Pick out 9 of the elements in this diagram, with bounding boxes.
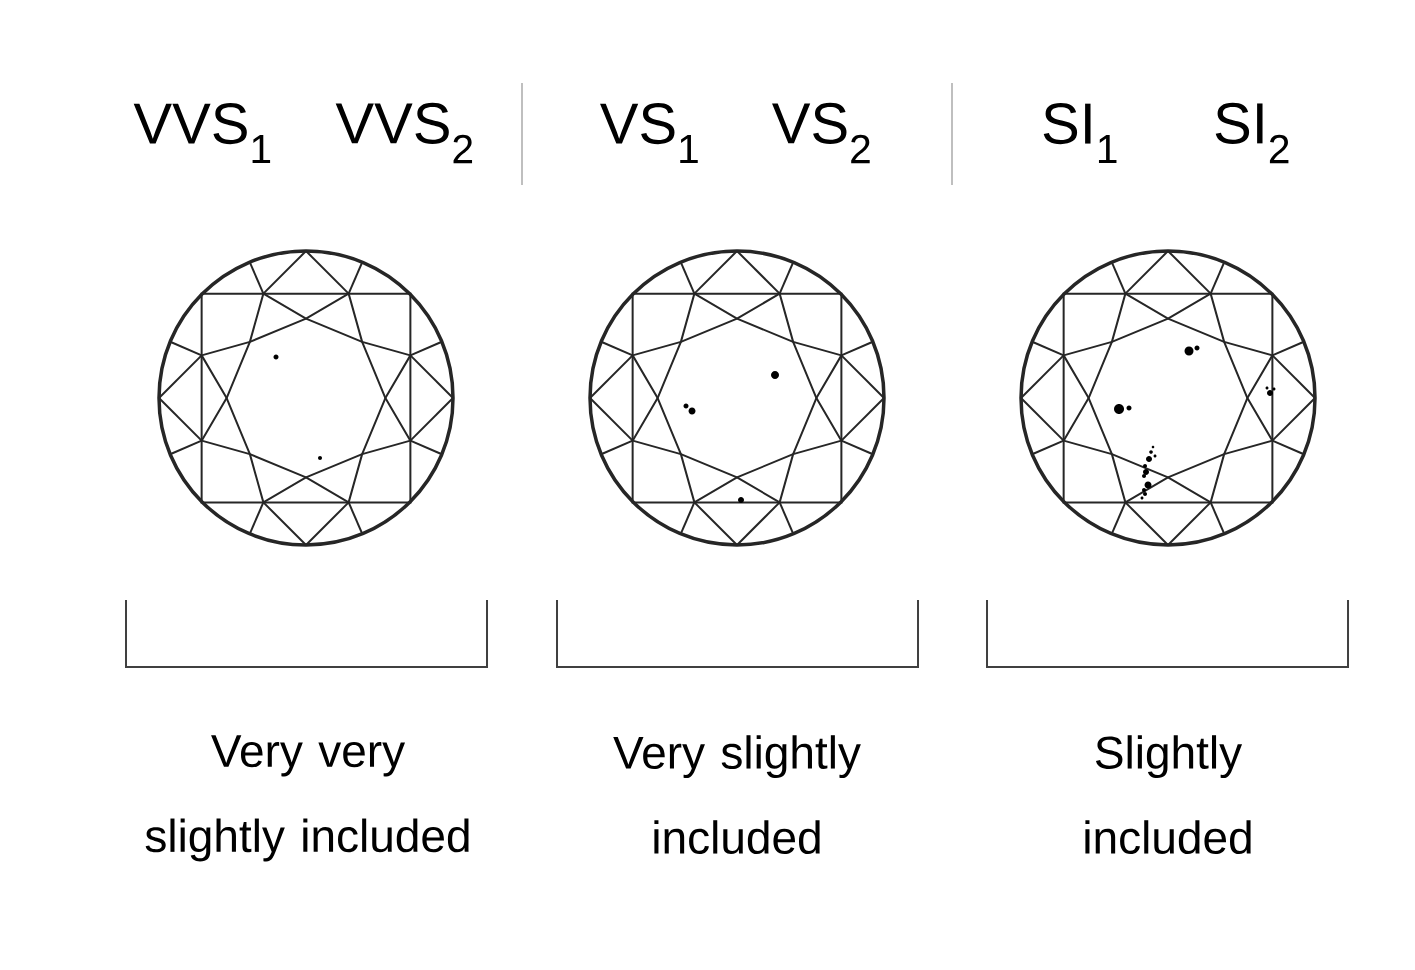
caption: Very very slightly included bbox=[145, 735, 469, 862]
grade-label: VVS$_{1}$ bbox=[133, 103, 271, 163]
grade-label: SI$_{1}$ bbox=[1043, 103, 1117, 163]
grade-label: VS$_{1}$ bbox=[600, 103, 698, 163]
grade-label: VS$_{2}$ bbox=[772, 102, 870, 164]
caption: Very slightly included bbox=[613, 735, 861, 854]
caption: Slightly included bbox=[1085, 735, 1251, 854]
grade-label: SI$_{2}$ bbox=[1215, 102, 1289, 164]
grade-label: VVS$_{2}$ bbox=[335, 102, 473, 164]
